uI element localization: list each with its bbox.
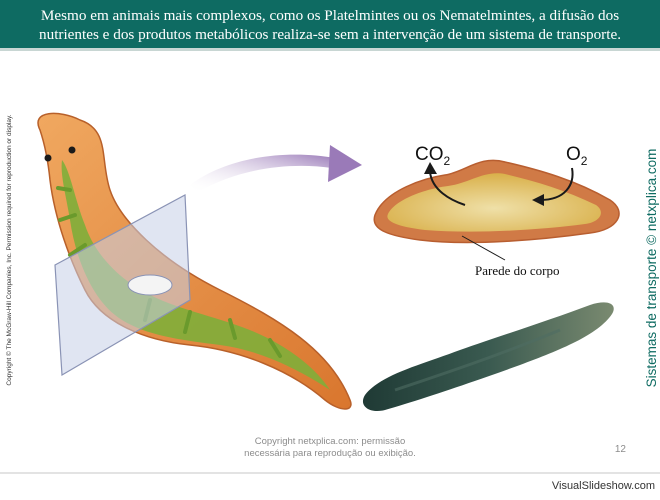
footer-notice-line1: Copyright netxplica.com: permissão xyxy=(254,436,406,447)
flatworm-photo xyxy=(362,302,614,412)
flatworm-eye-left xyxy=(44,154,52,162)
co2-arrow xyxy=(429,171,466,206)
body-cross-section xyxy=(373,159,620,261)
flatworm-diagram: CO2 O2 Parede do corpo xyxy=(37,112,620,412)
header-underline xyxy=(0,48,660,51)
slide-number: 12 xyxy=(614,444,626,455)
o2-sub: 2 xyxy=(581,154,588,168)
watermark-link[interactable]: VisualSlideshow.com xyxy=(551,480,655,492)
co2-arrowhead xyxy=(424,162,437,174)
header-text: Mesmo em animais mais complexos, como os… xyxy=(39,7,621,43)
o2-arrowhead xyxy=(532,194,544,206)
flatworm-photo-highlight xyxy=(394,328,561,392)
section-opening xyxy=(127,274,173,296)
co2-sub: 2 xyxy=(444,154,451,168)
co2-main: CO xyxy=(415,144,444,165)
o2-main: O xyxy=(566,144,581,165)
flatworm-illustration xyxy=(37,112,352,410)
body-wall-pointer xyxy=(461,235,506,261)
co2-label: CO2 xyxy=(415,144,451,168)
arrow-shaft xyxy=(190,154,335,192)
footer-copyright-notice: Copyright netxplica.com: permissão neces… xyxy=(230,436,430,460)
slide-header: Mesmo em animais mais complexos, como os… xyxy=(0,0,660,51)
footer-notice-line2: necessária para reprodução ou exibição. xyxy=(244,448,416,459)
o2-label: O2 xyxy=(566,144,588,168)
flatworm-eye-right xyxy=(68,146,76,154)
arrow-head xyxy=(328,145,362,182)
o2-arrow xyxy=(539,167,574,201)
cross-section-interior xyxy=(387,173,601,232)
footer-divider xyxy=(0,472,660,474)
section-plane xyxy=(54,194,191,377)
magnification-arrow xyxy=(190,145,362,192)
body-wall-label: Parede do corpo xyxy=(475,263,559,278)
